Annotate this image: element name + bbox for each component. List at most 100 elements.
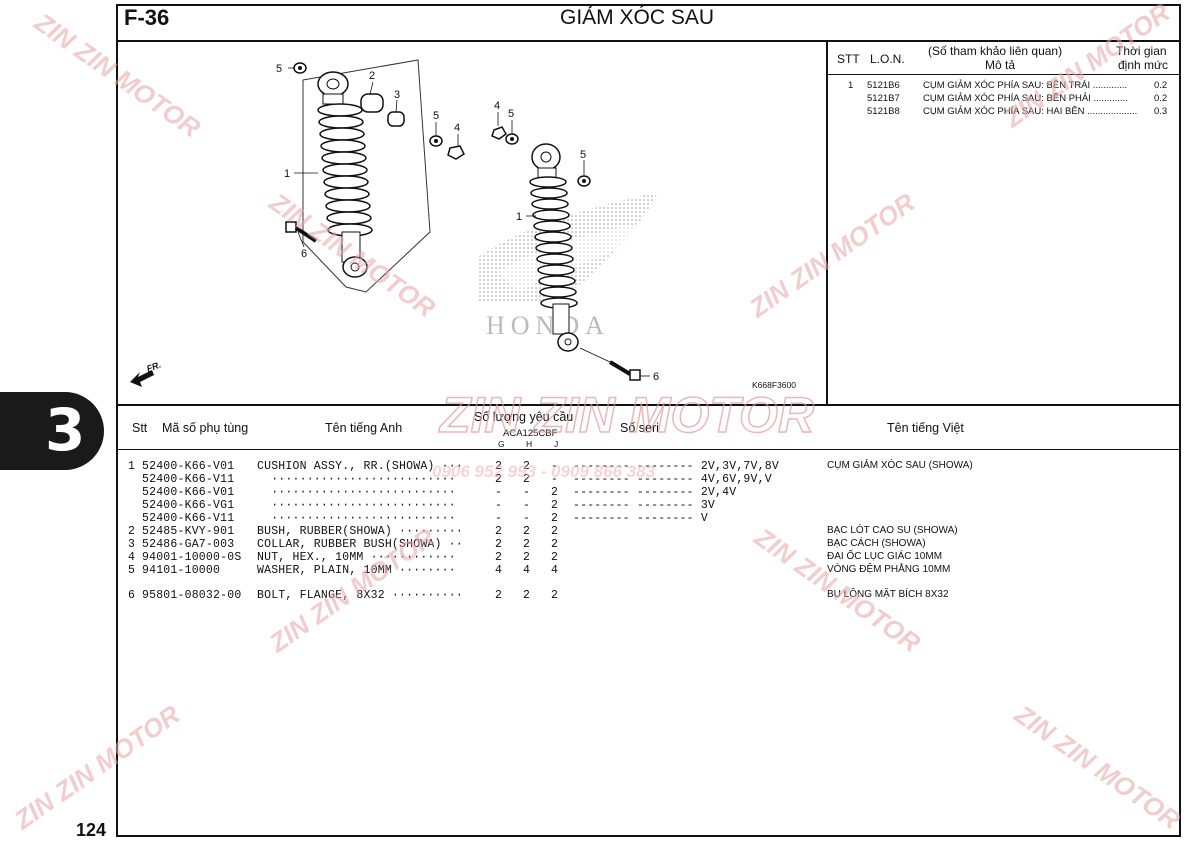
front-direction-arrow: FR.	[130, 360, 162, 387]
labor-desc: CỤM GIẢM XÓC PHÍA SAU: BÊN PHẢI	[923, 93, 1091, 104]
row-stt: 3	[128, 538, 136, 551]
labor-time: 0.3	[1154, 106, 1168, 117]
row-stt: 5	[128, 564, 136, 577]
table-row: 2	[495, 525, 502, 538]
table-row: 2	[523, 538, 530, 551]
row-qty-j: 2	[551, 512, 559, 525]
table-row: CUSHION ASSY., RR.(SHOWA) ···	[257, 460, 463, 473]
row-qty-j: 4	[551, 564, 559, 577]
row-qty-h: -	[523, 499, 531, 512]
row-qty-g: -	[495, 486, 503, 499]
callout-right-6: 6	[653, 371, 659, 383]
table-row: ··························	[257, 499, 456, 512]
table-row: 2	[495, 473, 502, 486]
row-stt: 4	[128, 551, 136, 564]
labor-time: 0.2	[1154, 93, 1168, 104]
callout-left-5b: 5	[433, 110, 439, 122]
row-qty-g: -	[495, 512, 503, 525]
table-row: -	[551, 473, 558, 486]
parts-header-line	[116, 449, 1181, 450]
callout-left-1: 1	[284, 168, 290, 180]
row-qty-j: 2	[551, 486, 559, 499]
row-qty-j: 2	[551, 499, 559, 512]
table-row: COLLAR, RUBBER BUSH(SHOWA) ··	[257, 538, 463, 551]
table-row: 2	[523, 551, 530, 564]
row-qty-g: -	[495, 499, 503, 512]
row-english-name: COLLAR, RUBBER BUSH(SHOWA) ··	[257, 538, 463, 551]
left-shock-absorber	[317, 71, 373, 278]
row-serial: -------- -------- 2V,4V	[573, 486, 737, 499]
table-row: CỤM GIẢM XÓC SAU (SHOWA)	[827, 459, 973, 472]
table-row: 2	[551, 538, 558, 551]
watermark-center: ZIN ZIN MOTOR	[439, 386, 815, 444]
table-row: -	[551, 460, 558, 473]
row-qty-h: -	[523, 512, 531, 525]
row-qty-j: 2	[551, 525, 559, 538]
table-row: 2	[523, 473, 530, 486]
row-qty-j: -	[551, 473, 559, 486]
row-english-name: ··························	[257, 473, 456, 486]
diagram-bottom-line	[116, 404, 1181, 406]
table-row: 4	[495, 564, 502, 577]
labor-row: CỤM GIẢM XÓC PHÍA SAU: BÊN TRÁI ........…	[923, 80, 1128, 91]
table-row: -	[523, 499, 530, 512]
row-english-name: BOLT, FLANGE, 8X32 ··········	[257, 589, 463, 602]
table-row: 2	[523, 525, 530, 538]
callout-left-5a: 5	[276, 63, 282, 75]
table-row: 94001-10000-0S	[142, 551, 241, 564]
table-row: 52400-K66-VG1	[142, 499, 234, 512]
parts-col-model: ACA125CBF	[503, 428, 558, 439]
table-row: 2	[551, 499, 558, 512]
callout-right-4: 4	[494, 100, 500, 112]
table-row: WASHER, PLAIN, 10MM ········	[257, 564, 456, 577]
labor-desc: CỤM GIẢM XÓC PHÍA SAU: BÊN TRÁI	[923, 80, 1091, 91]
row-qty-h: 2	[523, 473, 531, 486]
row-qty-j: 2	[551, 589, 559, 602]
row-english-name: ··························	[257, 499, 456, 512]
row-qty-h: 2	[523, 589, 531, 602]
row-qty-g: 2	[495, 551, 503, 564]
table-row: 2	[128, 525, 135, 538]
labor-row: 5121B7	[867, 93, 900, 105]
table-row: 2	[495, 589, 502, 602]
row-qty-g: 4	[495, 564, 503, 577]
row-part-number: 52400-K66-V11	[142, 512, 235, 525]
row-vietnamese-name: VÒNG ĐỆM PHẲNG 10MM	[827, 564, 951, 575]
diagram-divider	[826, 40, 828, 406]
callout-right-5b: 5	[580, 149, 586, 161]
table-row: -------- -------- 4V,6V,9V,V	[573, 473, 772, 486]
row-serial: -------- -------- 2V,3V,7V,8V	[573, 460, 779, 473]
labor-row: 1	[848, 80, 853, 92]
labor-row: 5121B6	[867, 80, 900, 92]
parts-col-english: Tên tiếng Anh	[325, 421, 403, 435]
labor-row: 5121B8	[867, 106, 900, 118]
row-qty-h: 4	[523, 564, 531, 577]
table-row: 5	[128, 564, 135, 577]
row-qty-g: 2	[495, 473, 503, 486]
parts-col-partno: Mã số phụ tùng	[162, 421, 249, 435]
row-english-name: ··························	[257, 486, 456, 499]
labor-row: 0.2	[1154, 80, 1167, 92]
table-row: BUSH, RUBBER(SHOWA) ·········	[257, 525, 463, 538]
section-code: F-36	[124, 5, 170, 30]
row-qty-j: 2	[551, 551, 559, 564]
table-row: -	[495, 486, 502, 499]
row-part-number: 52400-K66-V01	[142, 486, 235, 499]
row-stt: 2	[128, 525, 136, 538]
labor-row: CỤM GIẢM XÓC PHÍA SAU: BÊN PHẢI ........…	[923, 93, 1128, 104]
fr-label: FR.	[145, 360, 162, 374]
table-row: 1	[128, 460, 135, 473]
row-vietnamese-name: BẠC CÁCH (SHOWA)	[827, 538, 926, 549]
col-stt-header: STT	[837, 52, 860, 66]
row-stt: 6	[128, 589, 136, 602]
col-lon-header: L.O.N.	[870, 52, 905, 66]
table-row: -	[523, 486, 530, 499]
table-row: 2	[523, 460, 530, 473]
table-row: BOLT, FLANGE, 8X32 ··········	[257, 589, 463, 602]
col-desc-header: Mô tả	[985, 58, 1016, 72]
row-vietnamese-name: BU LÔNG MẶT BÍCH 8X32	[827, 589, 949, 600]
table-row: ··························	[257, 512, 456, 525]
row-part-number: 94001-10000-0S	[142, 551, 242, 564]
table-row: BẠC LÓT CAO SU (SHOWA)	[827, 524, 958, 537]
parts-col-g: G	[498, 439, 505, 449]
